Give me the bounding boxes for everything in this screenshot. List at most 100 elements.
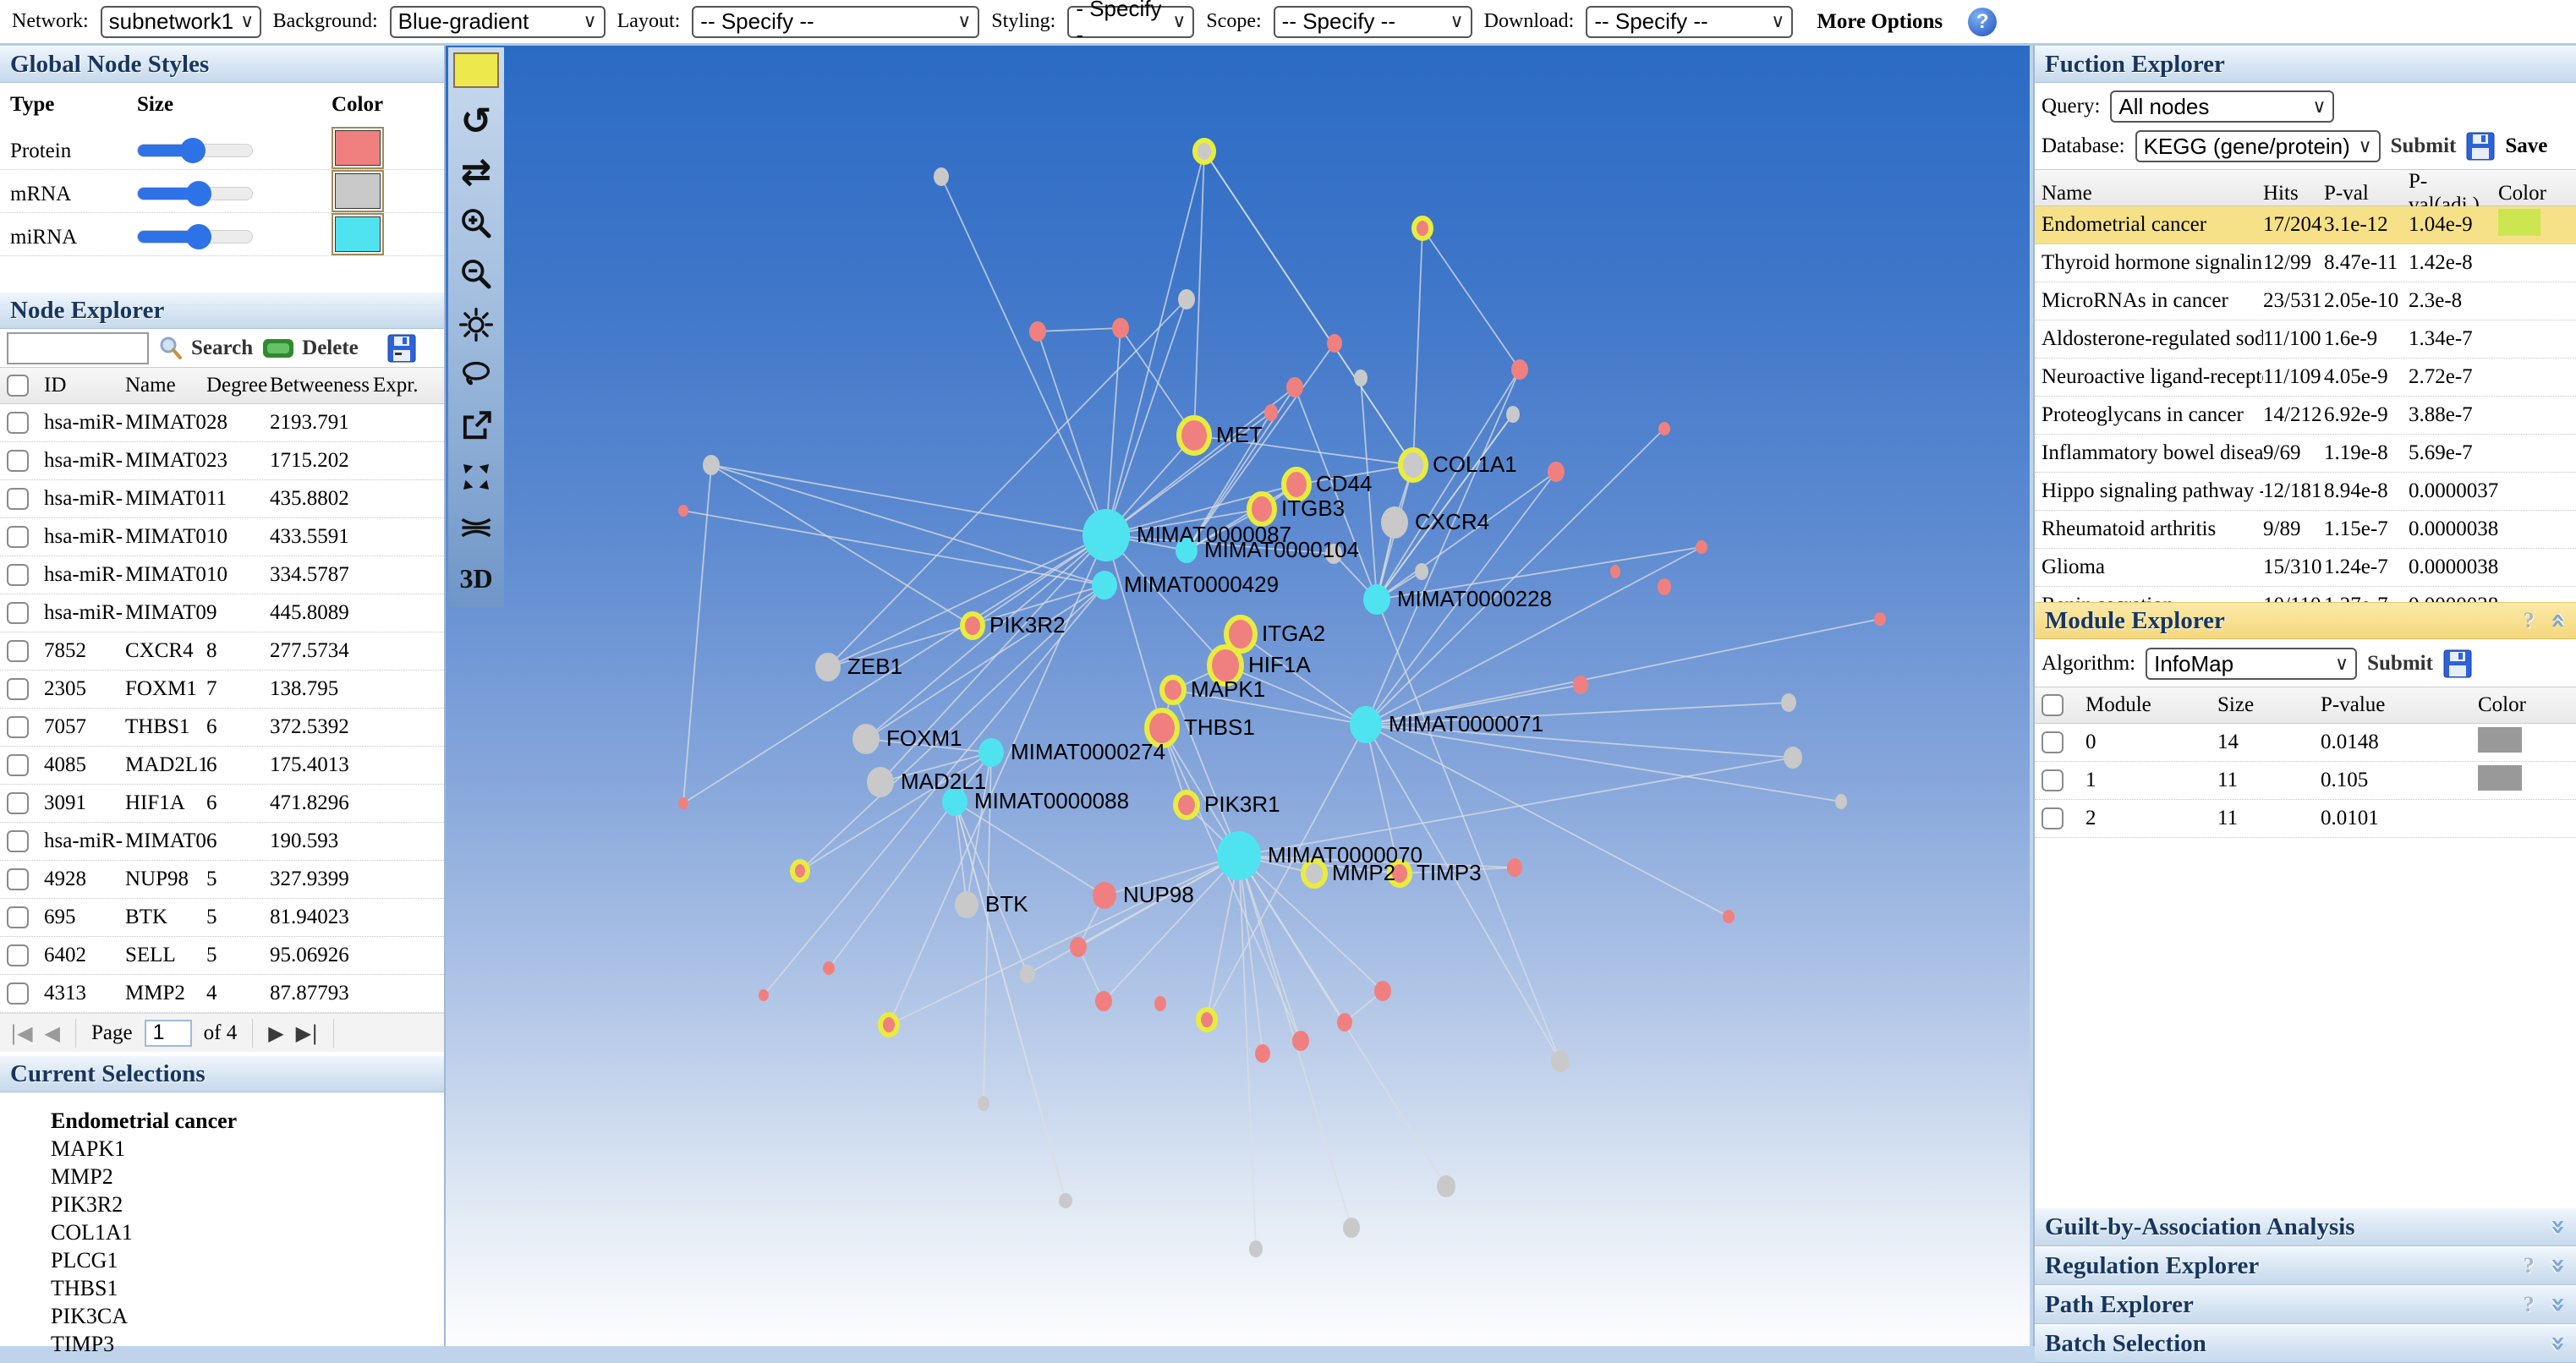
node[interactable] bbox=[1696, 540, 1707, 554]
node[interactable] bbox=[678, 797, 688, 809]
table-row[interactable]: hsa-miR-MIMAT00282193.791 bbox=[0, 404, 444, 442]
node[interactable] bbox=[1658, 578, 1671, 595]
node[interactable] bbox=[1264, 404, 1278, 421]
node[interactable] bbox=[759, 989, 769, 1001]
node[interactable] bbox=[1112, 318, 1129, 338]
node-HIF1A[interactable] bbox=[1207, 644, 1244, 687]
node[interactable] bbox=[1327, 334, 1342, 353]
dropdown-styling[interactable]: - Specify -∨ bbox=[1067, 0, 1195, 47]
selection-item[interactable]: MMP2 bbox=[51, 1164, 113, 1189]
node-MIMAT0000070[interactable] bbox=[1217, 831, 1261, 880]
expand-icon[interactable] bbox=[456, 457, 496, 497]
module-checkbox[interactable] bbox=[2042, 807, 2064, 829]
swap-arrows-icon[interactable]: ⇄ bbox=[460, 151, 492, 194]
node[interactable] bbox=[878, 1012, 900, 1037]
size-slider[interactable] bbox=[137, 223, 253, 249]
selection-item[interactable]: TIMP3 bbox=[51, 1332, 115, 1356]
row-checkbox[interactable] bbox=[7, 868, 29, 890]
node[interactable] bbox=[1059, 1193, 1072, 1208]
node-NUP98[interactable] bbox=[1093, 882, 1116, 909]
help-icon[interactable]: ? bbox=[1968, 7, 1998, 36]
node[interactable] bbox=[1507, 858, 1522, 877]
node[interactable] bbox=[1781, 693, 1796, 712]
row-checkbox[interactable] bbox=[7, 564, 29, 586]
node-THBS1[interactable] bbox=[1144, 708, 1180, 748]
node-MIMAT0000228[interactable] bbox=[1363, 584, 1390, 615]
database-select[interactable]: KEGG (gene/protein)∨ bbox=[2135, 130, 2381, 162]
color-swatch-button[interactable] bbox=[332, 170, 384, 212]
module-checkbox[interactable] bbox=[2042, 769, 2064, 791]
function-row[interactable]: Inflammatory bowel disease (I9/691.19e-8… bbox=[2035, 435, 2576, 473]
node-MAPK1[interactable] bbox=[1159, 675, 1187, 705]
dropdown-layout[interactable]: -- Specify --∨ bbox=[692, 5, 980, 38]
node-CD44[interactable] bbox=[1281, 467, 1312, 502]
row-checkbox[interactable] bbox=[7, 678, 29, 700]
function-row[interactable]: Neuroactive ligand-receptor ir11/1094.05… bbox=[2035, 359, 2576, 397]
collapse-icon[interactable]: » bbox=[2542, 612, 2573, 629]
function-save-icon[interactable] bbox=[2466, 132, 2495, 161]
node[interactable] bbox=[1723, 910, 1735, 923]
dropdown-background[interactable]: Blue-gradient∨ bbox=[389, 5, 606, 38]
more-options-button[interactable]: More Options bbox=[1817, 9, 1943, 33]
node[interactable] bbox=[934, 167, 949, 186]
slider-knob[interactable] bbox=[185, 223, 211, 249]
module-explorer-header[interactable]: Module Explorer ? » bbox=[2035, 602, 2576, 639]
page-number-input[interactable] bbox=[144, 1019, 192, 1047]
slider-knob[interactable] bbox=[179, 137, 206, 163]
module-checkbox[interactable] bbox=[2042, 731, 2064, 753]
node[interactable] bbox=[1610, 565, 1620, 578]
help-icon[interactable]: ? bbox=[2523, 1292, 2535, 1316]
function-submit-button[interactable]: Submit bbox=[2390, 134, 2457, 157]
color-swatch-button[interactable] bbox=[332, 127, 384, 169]
node[interactable] bbox=[1835, 794, 1847, 809]
select-all-checkbox[interactable] bbox=[7, 375, 29, 397]
node-TIMP3[interactable] bbox=[1387, 859, 1412, 888]
save-icon[interactable] bbox=[387, 334, 416, 363]
node[interactable] bbox=[1325, 544, 1342, 564]
dropdown-network[interactable]: subnetwork1∨ bbox=[100, 5, 261, 38]
panel-header-path-explorer[interactable]: Path Explorer?» bbox=[2035, 1285, 2576, 1324]
function-row[interactable]: Thyroid hormone signaling pa12/998.47e-1… bbox=[2035, 244, 2576, 282]
query-select[interactable]: All nodes∨ bbox=[2110, 90, 2335, 123]
selection-item[interactable]: THBS1 bbox=[51, 1276, 118, 1300]
color-swatch-button[interactable] bbox=[332, 213, 384, 255]
node-MAD2L1[interactable] bbox=[867, 767, 894, 797]
row-checkbox[interactable] bbox=[7, 754, 29, 776]
table-row[interactable]: hsa-miR-MIMAT00231715.202 bbox=[0, 442, 444, 480]
function-row[interactable]: Hippo signaling pathway - mu12/1818.94e-… bbox=[2035, 473, 2576, 511]
function-row[interactable]: Aldosterone-regulated sodium11/1001.6e-9… bbox=[2035, 320, 2576, 359]
node-MIMAT0000104[interactable] bbox=[1176, 538, 1198, 563]
node[interactable] bbox=[978, 1096, 989, 1111]
expand-icon[interactable]: » bbox=[2543, 1257, 2573, 1274]
row-checkbox[interactable] bbox=[7, 412, 29, 434]
prev-page-icon[interactable]: ◀ bbox=[44, 1021, 61, 1045]
row-checkbox[interactable] bbox=[7, 488, 29, 510]
first-page-icon[interactable]: |◀ bbox=[10, 1021, 33, 1045]
3d-icon[interactable]: 3D bbox=[459, 562, 493, 594]
zoom-in-icon[interactable] bbox=[456, 203, 496, 244]
size-slider[interactable] bbox=[137, 137, 253, 163]
selection-item[interactable]: MAPK1 bbox=[51, 1136, 126, 1161]
node-MIMAT0000087[interactable] bbox=[1082, 509, 1130, 561]
node[interactable] bbox=[1255, 1044, 1270, 1063]
node[interactable] bbox=[1658, 422, 1670, 435]
expand-icon[interactable]: » bbox=[2543, 1218, 2573, 1235]
node-ZEB1[interactable] bbox=[815, 653, 841, 682]
lasso-icon[interactable] bbox=[456, 355, 496, 396]
algorithm-select[interactable]: InfoMap∨ bbox=[2146, 648, 2358, 680]
selection-item[interactable]: Endometrial cancer bbox=[51, 1108, 238, 1133]
color-swatch[interactable] bbox=[453, 47, 499, 96]
node[interactable] bbox=[1095, 991, 1112, 1011]
table-row[interactable]: hsa-miR-MIMAT0010433.5591 bbox=[0, 518, 444, 556]
table-row[interactable]: hsa-miR-MIMAT006190.593 bbox=[0, 823, 444, 861]
node-MIMAT0000088[interactable] bbox=[942, 787, 967, 816]
module-save-icon[interactable] bbox=[2443, 649, 2472, 678]
dropdown-scope[interactable]: -- Specify --∨ bbox=[1273, 5, 1472, 38]
panel-header-guilt-by-association-analysis[interactable]: Guilt-by-Association Analysis» bbox=[2035, 1207, 2576, 1246]
row-checkbox[interactable] bbox=[7, 906, 29, 928]
table-row[interactable]: hsa-miR-MIMAT0010334.5787 bbox=[0, 556, 444, 594]
